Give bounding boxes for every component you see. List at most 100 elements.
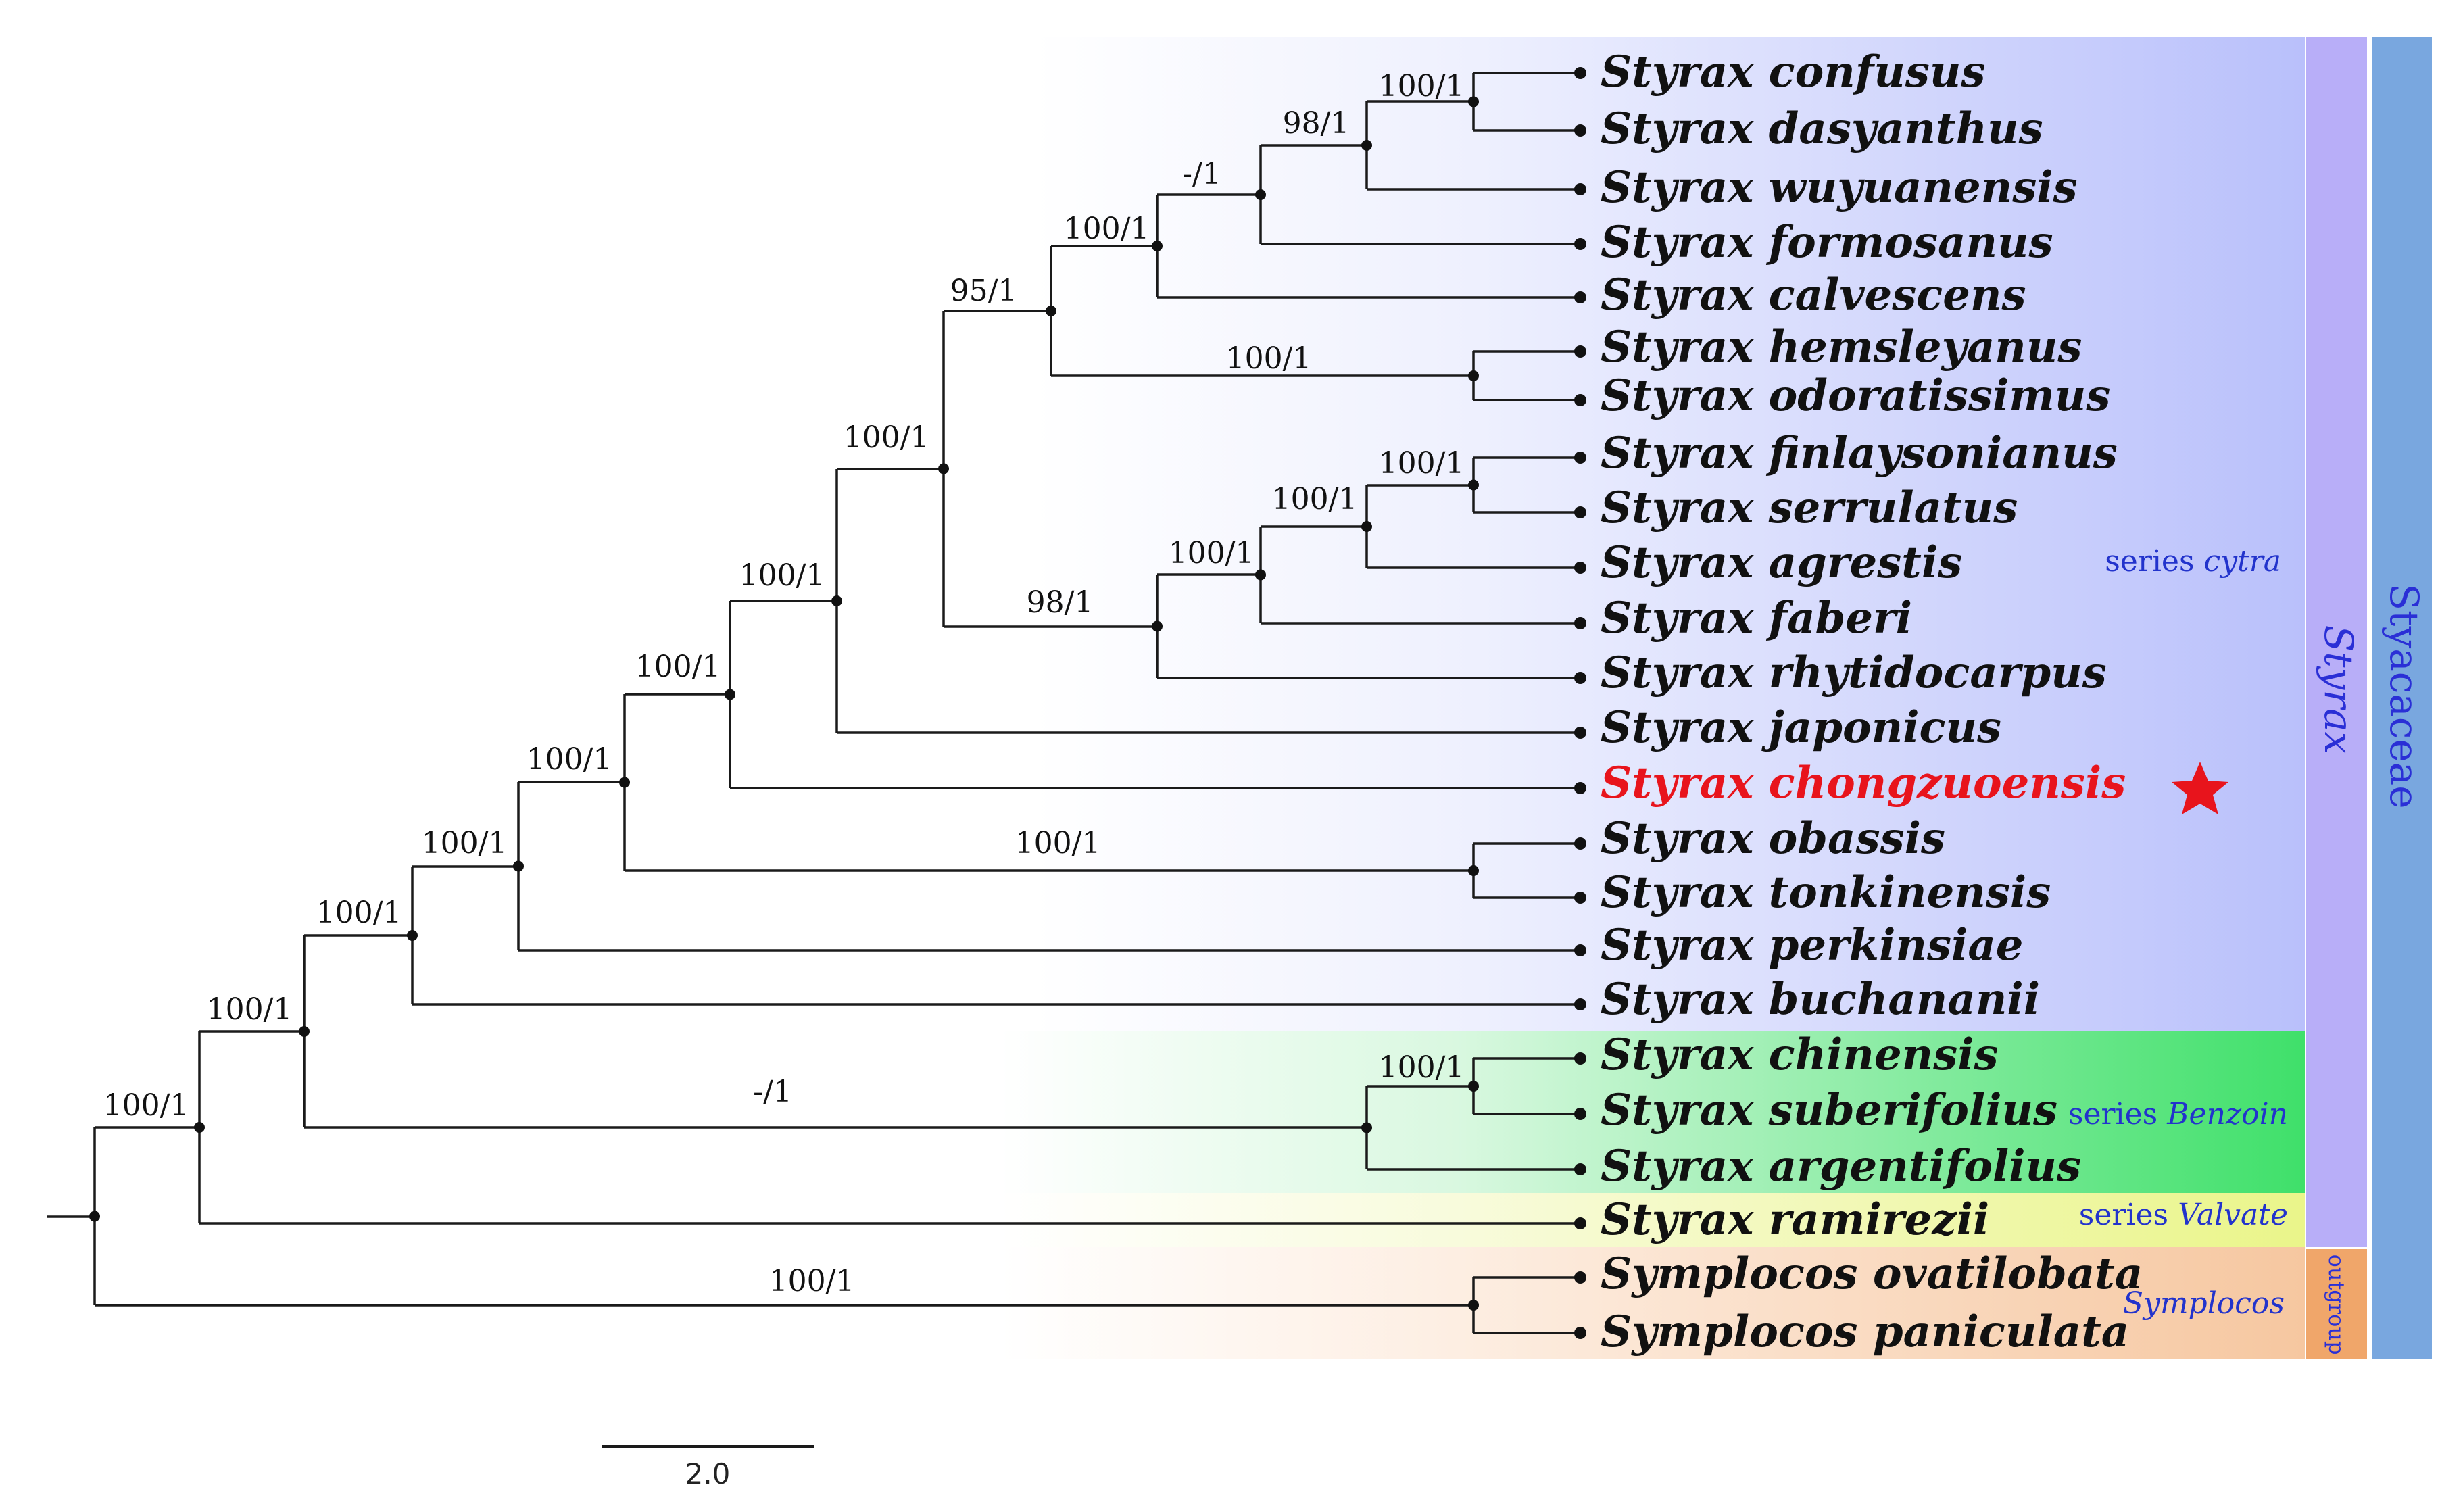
tip-dot [1574,892,1586,904]
support-value: 95/1 [950,274,1017,308]
support-value: 100/1 [527,742,612,777]
genus-label: Styrax [2316,625,2362,754]
node-dot [1152,620,1163,632]
tip-label: Styrax tonkinensis [1601,867,2051,918]
tip-label: Styrax hemsleyanus [1601,322,2082,372]
tip-dot [1574,672,1586,684]
tip-dot [1574,452,1586,464]
tip-label: Symplocos paniculata [1601,1307,2129,1357]
tip-dot [1574,506,1586,518]
support-value: 100/1 [1226,341,1312,376]
support-value: 100/1 [844,420,929,455]
clade-label-valvate: series Valvate [2079,1198,2288,1232]
support-value: 100/1 [1169,536,1254,570]
node-dot [1468,96,1479,107]
node-dot [1361,140,1372,151]
support-value: -/1 [753,1075,792,1109]
node-dot [725,689,735,700]
support-value: 100/1 [769,1264,855,1298]
node-dot [89,1211,100,1222]
support-value: 100/1 [316,896,402,930]
node-dot [1152,241,1163,251]
support-value: 100/1 [1379,1050,1465,1085]
tip-label: Styrax rhytidocarpus [1601,648,2107,698]
clade-label-cytra: series cytra [2105,544,2281,579]
node-dot [1255,569,1266,581]
tip-dot [1574,727,1586,739]
support-value: 100/1 [1015,826,1101,860]
tip-dot [1574,617,1586,629]
node-dot [407,930,418,941]
node-dot [1468,865,1479,876]
family-label: Styacaceae [2381,583,2427,808]
clade-label-symplocos: Symplocos [2123,1286,2285,1321]
tip-label: Styrax chinensis [1601,1029,1999,1080]
family-band [2372,37,2432,1359]
scale-bar-label: 2.0 [685,1457,731,1490]
clade-band-valvate [1000,1193,2305,1247]
support-value: 98/1 [1027,585,1094,620]
support-value: 100/1 [635,650,721,684]
node-dot [938,463,949,474]
support-value: 100/1 [1379,446,1465,481]
tip-dot [1574,183,1586,195]
tip-label: Styrax buchananii [1601,974,2040,1025]
tip-label: Styrax japonicus [1601,702,2001,753]
node-dot [1468,1300,1479,1311]
tip-label: Styrax obassis [1601,813,1945,864]
tip-dot [1574,124,1586,137]
node-dot [1468,370,1479,381]
tip-label: Styrax perkinsiae [1601,920,2024,971]
node-dot [1046,306,1056,316]
tip-label: Styrax faberi [1601,593,1912,643]
support-value: 100/1 [1379,69,1465,103]
tip-dot [1574,345,1586,358]
support-value: 100/1 [1272,482,1358,516]
tip-dot [1574,944,1586,956]
tip-dot [1574,238,1586,250]
support-value: 100/1 [103,1088,189,1123]
node-dot [1468,479,1479,491]
tip-label: Styrax serrulatus [1601,483,2018,533]
genus-band [2306,37,2367,1247]
node-dot [1361,1122,1372,1133]
node-dot [619,777,630,788]
tip-dot [1574,291,1586,303]
tip-dot [1574,1052,1586,1065]
tip-label: Styrax wuyuanensis [1601,162,2078,213]
node-dot [194,1122,205,1133]
tip-dot [1574,1217,1586,1229]
tip-dot [1574,1327,1586,1339]
tip-dot [1574,394,1586,406]
node-dots [89,67,1586,1339]
star-icon [2172,762,2228,814]
tip-label: Styrax ramirezii [1601,1194,1989,1245]
clade-band-cytra [1034,37,2305,1031]
support-value: 100/1 [207,992,293,1027]
tip-dot [1574,837,1586,850]
node-dot [299,1026,310,1037]
support-value: 100/1 [1064,212,1150,246]
tip-label: Styrax odoratissimus [1601,370,2110,421]
support-value: 100/1 [422,826,508,860]
tip-label: Styrax finlaysonianus [1601,428,2118,479]
tip-label-highlighted: Styrax chongzuoensis [1601,758,2126,808]
node-dot [1468,1081,1479,1092]
tip-label: Styrax confusus [1601,47,1985,97]
tip-dot [1574,562,1586,574]
tip-label: Styrax calvescens [1601,270,2026,320]
support-value: 98/1 [1283,106,1350,141]
tree-edges [47,72,1580,1334]
tip-label: Styrax formosanus [1601,217,2053,268]
tip-label: Styrax suberifolius [1601,1085,2057,1136]
tip-dot [1574,1163,1586,1175]
support-values: 100/1 98/1 -/1 100/1 95/1 100/1 100/1 10… [103,69,1465,1298]
clade-label-benzoin: series Benzoin [2068,1097,2288,1131]
tip-label: Styrax agrestis [1601,537,1962,588]
node-dot [831,595,842,606]
clade-band-symplocos [1000,1247,2305,1359]
node-dot [513,860,524,872]
tip-label: Symplocos ovatilobata [1601,1248,2143,1299]
support-value: 100/1 [739,558,825,593]
support-value: -/1 [1182,157,1221,191]
